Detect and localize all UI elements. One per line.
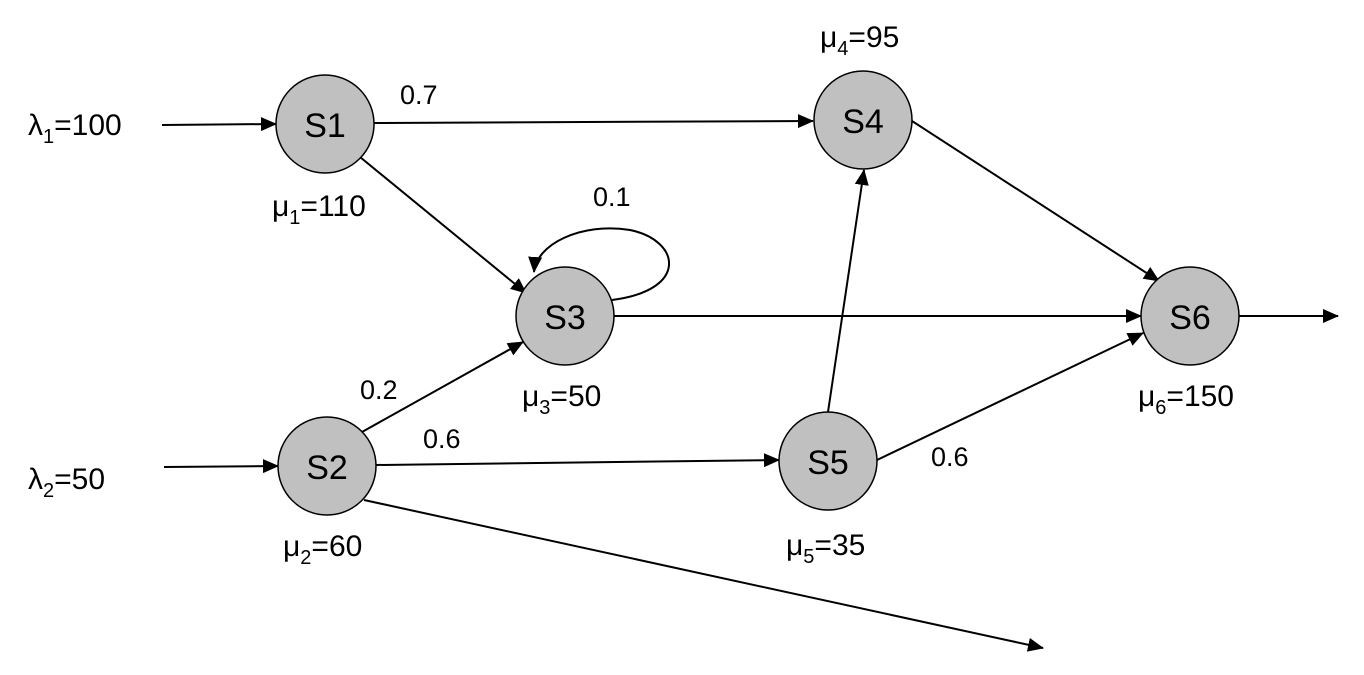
node-s5: S5 <box>778 411 878 511</box>
edge-s5-s4 <box>827 169 869 413</box>
prob-label-s1-s4: 0.7 <box>400 80 438 110</box>
edge-s2-exit <box>363 499 1044 652</box>
edge-s4-s6 <box>911 120 1160 282</box>
edge-s2-s5 <box>375 453 780 468</box>
node-label: S4 <box>842 103 884 141</box>
node-label: S2 <box>306 449 348 487</box>
service-rate-s4: μ4=95 <box>820 21 899 60</box>
edge-s1-s4 <box>373 114 814 129</box>
node-s2: S2 <box>277 416 377 516</box>
node-label: S5 <box>807 444 849 482</box>
service-rate-s6: μ6=150 <box>1138 380 1234 419</box>
arrival-rate-1: λ1=100 <box>28 109 122 148</box>
service-rate-s3: μ3=50 <box>522 380 601 419</box>
node-label: S1 <box>304 107 346 145</box>
node-label: S6 <box>1169 299 1211 337</box>
arrival-rate-2: λ2=50 <box>28 463 105 502</box>
node-s3: S3 <box>515 266 615 366</box>
service-rate-s1: μ1=110 <box>272 190 366 229</box>
edge-s1-s3 <box>359 156 527 294</box>
edge-s3-self-loop <box>528 227 670 301</box>
node-s1: S1 <box>275 74 375 174</box>
prob-label-s2-s3: 0.2 <box>360 375 398 405</box>
edge-s5-s6 <box>876 332 1144 461</box>
prob-label-s2-s5: 0.6 <box>423 424 461 454</box>
arrival-arrow-s2 <box>163 459 279 474</box>
prob-label-s5-s6: 0.6 <box>931 442 969 472</box>
service-rate-s5: μ5=35 <box>786 529 865 568</box>
service-rate-s2: μ2=60 <box>283 530 362 569</box>
edge-s2-s3 <box>361 341 524 433</box>
prob-label-s3-loop: 0.1 <box>593 182 631 212</box>
node-s6: S6 <box>1140 266 1240 366</box>
node-s4: S4 <box>813 70 913 170</box>
arrival-arrow-s1 <box>161 117 277 132</box>
node-label: S3 <box>544 299 586 337</box>
